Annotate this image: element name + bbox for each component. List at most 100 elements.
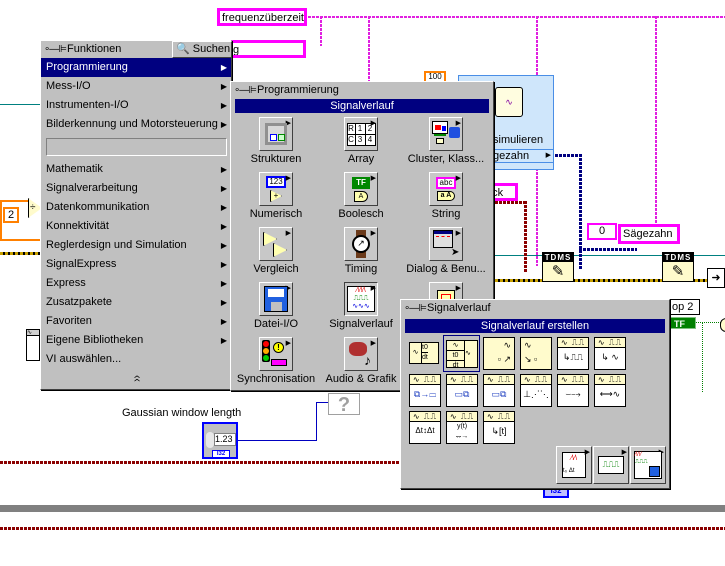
terminal-arrow-icon: ▶ bbox=[545, 152, 551, 159]
menu-item-favoriten[interactable]: Favoriten▶ bbox=[41, 312, 231, 331]
tdms-write-node-1[interactable]: TDMS ✎ bbox=[542, 252, 574, 282]
get-waveform-attribute-icon[interactable]: ∿↘ ▫ bbox=[520, 337, 552, 370]
waveform-to-array-icon[interactable]: ∿ ⎍⎍⧉→▭ bbox=[409, 374, 441, 407]
freq-string-control[interactable]: frequenzüberzeit bbox=[217, 8, 307, 26]
wire-teal-left bbox=[0, 104, 40, 105]
palette-item-synchronisation[interactable]: ▶ ! Synchronisation bbox=[234, 337, 318, 385]
palette-item-label: String bbox=[431, 208, 461, 220]
saegezahn-string-constant[interactable]: Sägezahn bbox=[618, 224, 680, 244]
collapse-palette-button[interactable]: ‹‹ bbox=[129, 375, 145, 382]
wire-int-blue-v bbox=[316, 402, 317, 441]
waveform-subset-icon[interactable]: ∿ ⎍⎍⌣⤍ bbox=[557, 374, 589, 407]
palette-item-numerisch[interactable]: ▶ 123 + Numerisch bbox=[234, 172, 318, 220]
submenu-arrow-icon: ▶ bbox=[455, 175, 461, 182]
get-y-value-icon[interactable]: ∿ ⎍⎍y(t)⥐→ bbox=[446, 411, 478, 444]
menu-item-bilderkennung[interactable]: Bilderkennung und Motorsteuerung▶ bbox=[41, 115, 231, 134]
wire-bool-dotted-v bbox=[702, 322, 703, 392]
waveform-scale-icon[interactable]: ∿ ⎍⎍⟷∿ bbox=[594, 374, 626, 407]
numeric-constant-2[interactable]: 2 bbox=[3, 207, 19, 223]
wire-error-bottom1 bbox=[0, 461, 400, 464]
pin-icon[interactable]: ∘—⊫ bbox=[404, 303, 427, 314]
waveform-palette[interactable]: ∘—⊫ Signalverlauf Signalverlauf erstelle… bbox=[400, 299, 670, 489]
gaussian-window-label: Gaussian window length bbox=[122, 407, 242, 419]
menu-item-label: Datenkommunikation bbox=[46, 201, 150, 213]
get-final-time-icon[interactable]: ∿ ⎍⎍▭⧉ bbox=[483, 374, 515, 407]
spinner-icon[interactable] bbox=[206, 432, 214, 448]
menu-item-datenkommunikation[interactable]: Datenkommunikation▶ bbox=[41, 198, 231, 217]
menu-item-mathematik[interactable]: Mathematik▶ bbox=[41, 160, 231, 179]
pin-icon[interactable]: ∘—⊫ bbox=[234, 85, 257, 96]
menu-item-reglerdesign[interactable]: Reglerdesign und Simulation▶ bbox=[41, 236, 231, 255]
waveform-plot-icon[interactable]: ∿ ⎍⎍⊥⋰⋱ bbox=[520, 374, 552, 407]
gaussian-window-control[interactable]: 1.23 I32 bbox=[202, 422, 238, 459]
palette-item-dialog[interactable]: ▶ ➤ Dialog & Benu... bbox=[404, 227, 488, 275]
waveform-terminal-partial[interactable]: ∿ bbox=[26, 329, 40, 361]
get-xy-value-icon[interactable]: ∿ ⎍⎍↳[t] bbox=[483, 411, 515, 444]
menu-item-express[interactable]: Express▶ bbox=[41, 274, 231, 293]
graphics-sound-icon: ♪ bbox=[347, 340, 375, 368]
index-waveform-array-icon[interactable]: ∿ ⎍⎍▭⧉ bbox=[446, 374, 478, 407]
menu-item-signalverarbeitung[interactable]: Signalverarbeitung▶ bbox=[41, 179, 231, 198]
submenu-arrow-icon: ▶ bbox=[220, 317, 227, 326]
menu-item-instrumenten-io[interactable]: Instrumenten-I/O▶ bbox=[41, 96, 231, 115]
submenu-arrow-icon: ▶ bbox=[220, 101, 227, 110]
set-waveform-attribute-icon[interactable]: ∿▫ ↗ bbox=[483, 337, 515, 370]
submenu-arrow-icon: ▶ bbox=[370, 230, 376, 237]
tdms-header: TDMS bbox=[543, 253, 573, 262]
submenu-arrow-icon: ▶ bbox=[584, 449, 590, 456]
menu-item-konnektivitaet[interactable]: Konnektivität▶ bbox=[41, 217, 231, 236]
pin-icon[interactable]: ∘—⊫ bbox=[44, 44, 67, 55]
waveform-duration-icon[interactable]: ∿ ⎍⎍Δt↕Δt bbox=[409, 411, 441, 444]
menu-item-mess-io[interactable]: Mess-I/O▶ bbox=[41, 77, 231, 96]
functions-palette-titlebar[interactable]: ∘—⊫ Funktionen bbox=[41, 41, 231, 58]
boolean-constant-tf[interactable]: TF bbox=[670, 317, 696, 329]
unknown-node[interactable]: ? bbox=[328, 393, 360, 416]
palette-item-boolesch[interactable]: ▶ TF A Boolesch bbox=[319, 172, 403, 220]
string-control-partial[interactable]: g bbox=[228, 40, 306, 58]
menu-item-programmierung[interactable]: Programmierung▶ bbox=[41, 58, 231, 77]
numeric-value-display[interactable]: 1.23 bbox=[214, 433, 236, 446]
build-digital-waveform-icon[interactable]: ∿ ⎍⎍↳⎍⎍ bbox=[557, 337, 589, 370]
submenu-arrow-icon: ▶ bbox=[220, 279, 227, 288]
channel-index-control[interactable]: 0 bbox=[587, 223, 617, 240]
wire-blue-h2 bbox=[579, 248, 637, 251]
functions-palette[interactable]: ∘—⊫ Funktionen 🔍 Suchen Programmierung▶ … bbox=[40, 40, 232, 390]
tdms-write-node-2[interactable]: TDMS ✎ bbox=[662, 252, 694, 282]
menu-item-vi-auswaehlen[interactable]: VI auswählen... bbox=[41, 350, 231, 369]
palette-item-cluster[interactable]: ▶ Cluster, Klass... bbox=[404, 117, 488, 165]
menu-item-eigene-bibliotheken[interactable]: Eigene Bibliotheken▶ bbox=[41, 331, 231, 350]
palette-item-label: Vergleich bbox=[253, 263, 299, 275]
timing-icon: ↗ bbox=[351, 230, 371, 258]
palette-item-timing[interactable]: ▶ ↗ Timing bbox=[319, 227, 403, 275]
subpalette-analog-waveform[interactable]: ▶ ⁄\⁄\t₀ Δt bbox=[556, 446, 592, 484]
menu-item-label: Reglerdesign und Simulation bbox=[46, 239, 187, 251]
subpalette-digital-waveform[interactable]: ▶ ⎍⎍⎍ bbox=[593, 446, 629, 484]
wire-brown-v bbox=[524, 201, 527, 273]
boolean-icon: TF A bbox=[352, 176, 370, 202]
submenu-arrow-icon: ▶ bbox=[220, 222, 227, 231]
palette-item-vergleich[interactable]: ▶ Vergleich bbox=[234, 227, 318, 275]
menu-item-label: Bilderkennung und Motorsteuerung bbox=[46, 118, 218, 130]
subpalette-waveform-file-io[interactable]: ▶ ⁄\⁄\⁄⎍⎍⎍ bbox=[630, 446, 666, 484]
convert-to-analog-icon[interactable]: ∿ ⎍⎍↳ ∿ bbox=[594, 337, 626, 370]
palette-item-audio-grafik[interactable]: ▶ ♪ Audio & Grafik bbox=[319, 337, 403, 385]
tunnel-arrow-node[interactable]: ➜ bbox=[707, 268, 725, 288]
simulate-signal-mode-terminal[interactable]: gezahn ▶ bbox=[459, 149, 554, 163]
palette-item-string[interactable]: ▶ abc a A String bbox=[404, 172, 488, 220]
submenu-arrow-icon: ▶ bbox=[220, 336, 227, 345]
search-button[interactable]: 🔍 Suchen bbox=[172, 41, 232, 58]
waveform-palette-titlebar[interactable]: ∘—⊫ Signalverlauf bbox=[401, 300, 669, 317]
submenu-arrow-icon: ▶ bbox=[621, 449, 627, 456]
palette-item-datei-io[interactable]: ▶ Datei-I/O bbox=[234, 282, 318, 330]
palette-item-strukturen[interactable]: ▶ Strukturen bbox=[234, 117, 318, 165]
palette-item-signalverlauf[interactable]: ▶ ⁄\⁄\⁄\⎍⎍⎍∿∿∿ Signalverlauf bbox=[319, 282, 403, 330]
programming-palette-titlebar[interactable]: ∘—⊫ Programmierung bbox=[231, 82, 493, 99]
menu-item-zusatzpakete[interactable]: Zusatzpakete▶ bbox=[41, 293, 231, 312]
numeric-icon: 123 + bbox=[266, 176, 286, 202]
bool-node-partial bbox=[720, 318, 725, 332]
menu-item-signalexpress[interactable]: SignalExpress▶ bbox=[41, 255, 231, 274]
